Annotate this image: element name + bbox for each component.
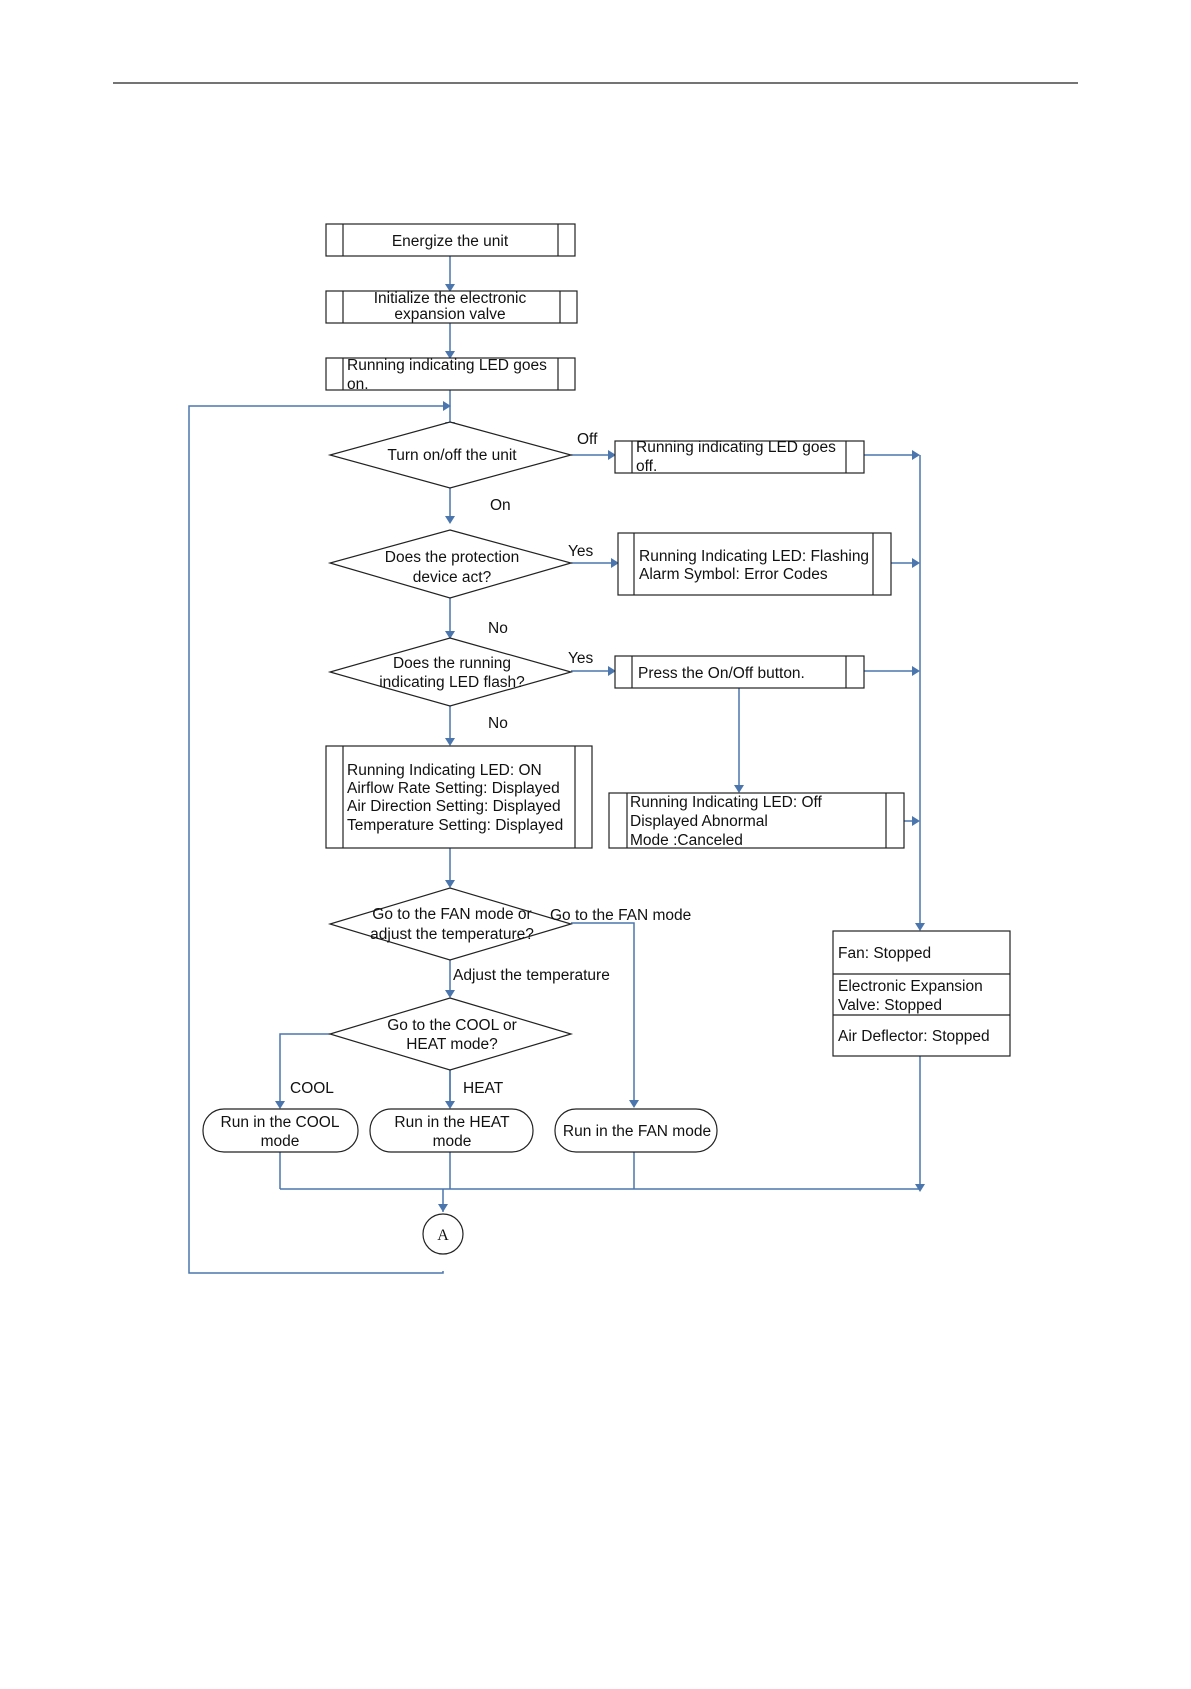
stopped-valve-line2: Valve: Stopped: [838, 997, 942, 1014]
decision-fan-or-temp-line1: Go to the FAN mode or: [372, 906, 531, 923]
step-led-on-line1: Running indicating LED goes: [347, 357, 547, 374]
step-running-display: Running Indicating LED: ON Airflow Rate …: [325, 745, 593, 849]
step-abnormal-line2: Displayed Abnormal: [630, 813, 768, 830]
stopped-deflector: Air Deflector: Stopped: [838, 1028, 990, 1045]
connector-a: A: [422, 1213, 464, 1255]
decision-cool-heat: Go to the COOL or HEAT mode?: [327, 997, 574, 1071]
decision-cool-heat-line2: HEAT mode?: [406, 1036, 498, 1053]
terminal-run-cool-line2: mode: [261, 1133, 300, 1150]
stopped-fan: Fan: Stopped: [838, 945, 931, 962]
label-no-protection: No: [488, 620, 508, 637]
step-abnormal-line3: Mode :Canceled: [630, 832, 743, 849]
stopped-status-table: Fan: Stopped Electronic Expansion Valve:…: [832, 930, 1011, 1057]
step-running-display-line2: Airflow Rate Setting: Displayed: [347, 780, 560, 797]
label-no-led-flash: No: [488, 715, 508, 732]
decision-led-flash-line1: Does the running: [393, 655, 511, 672]
step-led-on-line2: on.: [347, 376, 369, 393]
decision-cool-heat-line1: Go to the COOL or: [387, 1017, 517, 1034]
label-go-fan: Go to the FAN mode: [550, 907, 691, 924]
step-energize-label: Energize the unit: [392, 233, 509, 250]
step-initialize-valve-line1: Initialize the electronic: [374, 290, 527, 307]
connector-lines: [188, 256, 921, 1274]
decision-fan-or-temp-line2: adjust the temperature?: [370, 926, 534, 943]
terminal-run-heat-line2: mode: [433, 1133, 472, 1150]
label-yes-protection: Yes: [568, 543, 594, 560]
label-off: Off: [577, 431, 598, 448]
step-initialize-valve-line2: expansion valve: [394, 306, 505, 323]
connector-a-label: A: [437, 1227, 449, 1244]
label-yes-led-flash: Yes: [568, 650, 594, 667]
decision-protection-line2: device act?: [413, 569, 492, 586]
step-press-button-label: Press the On/Off button.: [638, 665, 805, 682]
arrow-heads: [275, 284, 925, 1212]
edge-labels: Off On Yes No Yes No Go to the FAN mode …: [290, 431, 691, 1097]
terminal-run-cool: Run in the COOL mode: [202, 1108, 359, 1153]
step-flashing-line1: Running Indicating LED: Flashing: [639, 548, 869, 565]
decision-fan-or-temp: Go to the FAN mode or adjust the tempera…: [327, 887, 574, 961]
step-initialize-valve: Initialize the electronic expansion valv…: [325, 290, 578, 324]
decision-turn-onoff-label: Turn on/off the unit: [387, 447, 517, 464]
step-press-button: Press the On/Off button.: [614, 655, 865, 689]
step-flashing-line2: Alarm Symbol: Error Codes: [639, 566, 828, 583]
terminal-run-heat: Run in the HEAT mode: [369, 1108, 534, 1153]
terminal-run-cool-line1: Run in the COOL: [221, 1114, 340, 1131]
step-running-display-line1: Running Indicating LED: ON: [347, 762, 542, 779]
step-running-display-line3: Air Direction Setting: Displayed: [347, 798, 561, 815]
decision-protection: Does the protection device act?: [327, 529, 574, 599]
step-energize: Energize the unit: [325, 223, 576, 257]
step-led-off: Running indicating LED goes off.: [614, 439, 865, 475]
decision-led-flash-line2: indicating LED flash?: [379, 674, 525, 691]
label-cool: COOL: [290, 1080, 334, 1097]
decision-led-flash: Does the running indicating LED flash?: [327, 637, 574, 707]
label-on: On: [490, 497, 511, 514]
stopped-valve-line1: Electronic Expansion: [838, 978, 983, 995]
step-led-off-line2: off.: [636, 458, 657, 475]
label-heat: HEAT: [463, 1080, 504, 1097]
step-led-off-line1: Running indicating LED goes: [636, 439, 836, 456]
decision-turn-onoff: Turn on/off the unit: [327, 421, 574, 489]
terminal-run-fan-label: Run in the FAN mode: [563, 1123, 711, 1140]
step-led-on: Running indicating LED goes on.: [325, 357, 576, 393]
step-flashing: Running Indicating LED: Flashing Alarm S…: [617, 532, 892, 596]
label-adjust-temp: Adjust the temperature: [453, 967, 610, 984]
terminal-run-heat-line1: Run in the HEAT: [394, 1114, 510, 1131]
step-abnormal-line1: Running Indicating LED: Off: [630, 794, 823, 811]
step-abnormal: Running Indicating LED: Off Displayed Ab…: [608, 792, 905, 849]
step-running-display-line4: Temperature Setting: Displayed: [347, 817, 563, 834]
decision-protection-line1: Does the protection: [385, 549, 519, 566]
terminal-run-fan: Run in the FAN mode: [554, 1108, 718, 1153]
